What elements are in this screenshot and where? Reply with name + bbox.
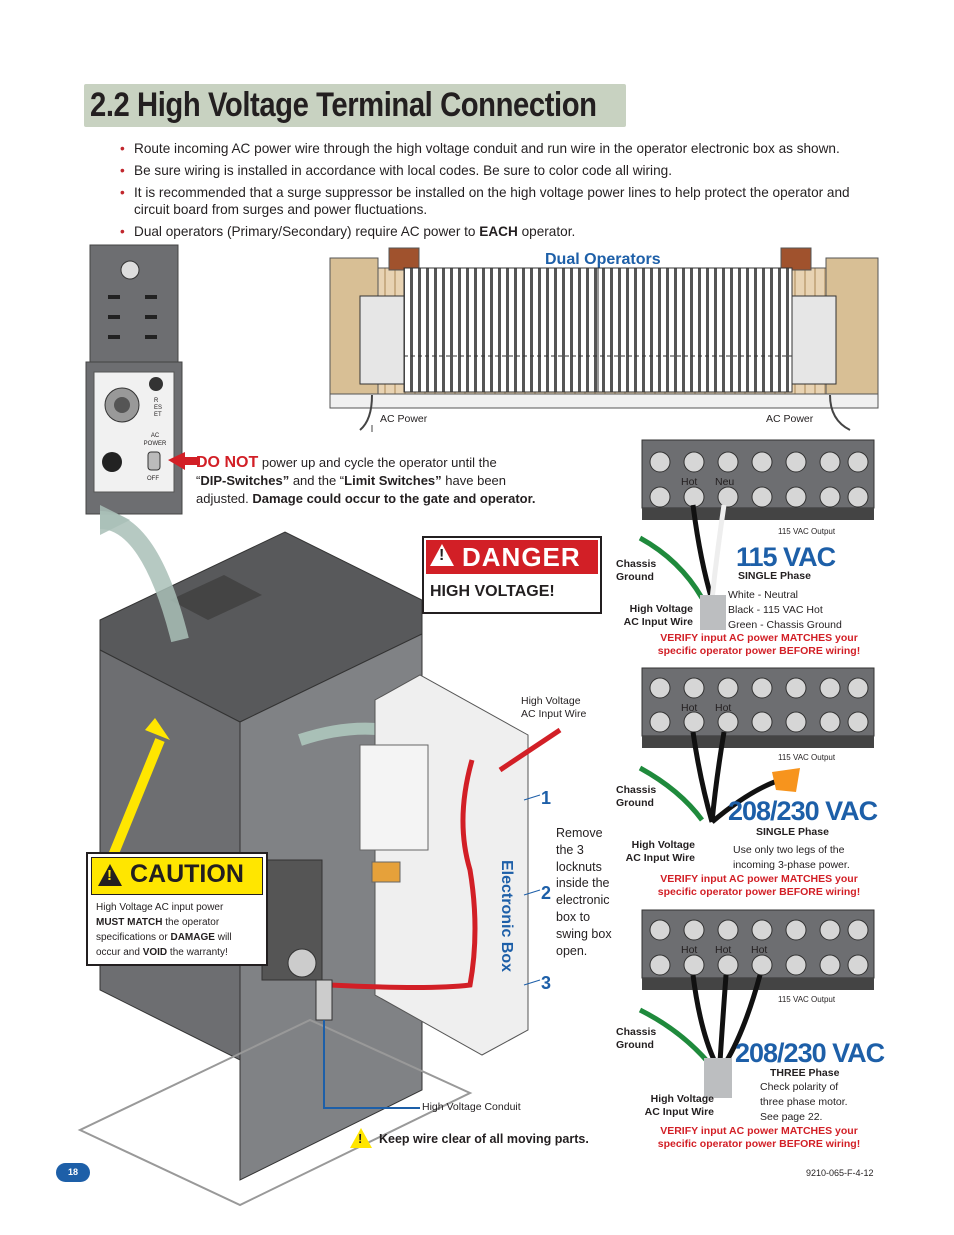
terminal-2-hot-a: Hot: [681, 702, 698, 714]
output-label-3: 115 VAC Output: [778, 995, 836, 1004]
step-2: 2: [541, 883, 552, 903]
phase-label-3: THREE Phase: [770, 1067, 840, 1079]
dual-operator-gate: [329, 247, 879, 432]
page-number: 18: [56, 1163, 90, 1182]
voltage-115: 115 VAC: [736, 542, 836, 572]
do-not-warning: DO NOT power up and cycle the operator u…: [196, 454, 536, 506]
caution-sign: ! CAUTION High Voltage AC input power MU…: [86, 852, 268, 966]
voltage-208-three: 208/230 VAC: [735, 1038, 885, 1068]
danger-sign: ! DANGER HIGH VOLTAGE!: [422, 536, 602, 614]
notes-2: Use only two legs of the incoming 3-phas…: [733, 844, 850, 871]
output-label-1: 115 VAC Output: [778, 527, 836, 536]
caution-text: High Voltage AC input power MUST MATCH t…: [96, 902, 232, 958]
terminal-1-neu: Neu: [715, 476, 735, 488]
document-code: 9210-065-F-4-12: [806, 1168, 874, 1178]
caution-triangle-icon: !: [350, 1128, 374, 1150]
ac-power-left: AC Power: [380, 413, 428, 425]
remove-locknuts-note: Remove the 3 locknuts inside the electro…: [556, 826, 612, 958]
step-3: 3: [541, 973, 552, 993]
terminal-block-208vac-single: [638, 667, 875, 824]
terminal-1-hot: Hot: [681, 476, 698, 488]
caution-label: CAUTION: [130, 860, 244, 888]
bullet-4: Dual operators (Primary/Secondary) requi…: [120, 223, 880, 240]
yellow-arrow-icon: [107, 738, 165, 860]
warning-triangle-icon: [430, 544, 454, 566]
off-label: OFF: [147, 476, 159, 482]
instruction-list: Route incoming AC power wire through the…: [120, 140, 880, 245]
bullet-3: It is recommended that a surge suppresso…: [120, 184, 880, 218]
hv-conduit-label: High Voltage Conduit: [422, 1101, 521, 1113]
phase-label-1: SINGLE Phase: [738, 570, 811, 582]
electronic-box-label: Electronic Box: [498, 860, 515, 973]
step-1: 1: [541, 788, 552, 808]
title-background: [84, 84, 626, 127]
bullet-1: Route incoming AC power wire through the…: [120, 140, 880, 157]
terminal-3-hot-c: Hot: [751, 944, 768, 956]
danger-label: DANGER: [462, 542, 581, 572]
page-title: 2.2 High Voltage Terminal Connection: [90, 86, 597, 124]
output-label-2: 115 VAC Output: [778, 753, 836, 762]
dual-operators-label: Dual Operators: [545, 251, 661, 268]
pointer-arrow-icon: [168, 452, 200, 470]
bullet-2: Be sure wiring is installed in accordanc…: [120, 162, 880, 179]
terminal-block-115vac: [638, 439, 875, 630]
terminal-block-208vac-three: [638, 909, 875, 1098]
phase-label-2: SINGLE Phase: [756, 826, 829, 838]
terminal-2-hot-b: Hot: [715, 702, 732, 714]
reset-label: RESET: [154, 398, 163, 418]
danger-subtitle: HIGH VOLTAGE!: [430, 583, 555, 600]
keep-clear-note: Keep wire clear of all moving parts.: [379, 1132, 589, 1146]
control-panel: [85, 244, 183, 515]
voltage-208-single: 208/230 VAC: [728, 796, 878, 826]
notes-1: White - Neutral Black - 115 VAC Hot Gree…: [728, 589, 842, 631]
ac-power-switch-label: AC POWER: [143, 433, 167, 447]
ac-power-right: AC Power: [766, 413, 814, 425]
hv-input-wire-label: High Voltage AC Input Wire: [521, 695, 587, 720]
terminal-3-hot-b: Hot: [715, 944, 732, 956]
warning-triangle-icon: [98, 864, 122, 886]
notes-3: Check polarity of three phase motor. See…: [760, 1081, 848, 1123]
terminal-3-hot-a: Hot: [681, 944, 698, 956]
step-markers: [523, 794, 541, 986]
electronic-box: [315, 674, 562, 1109]
